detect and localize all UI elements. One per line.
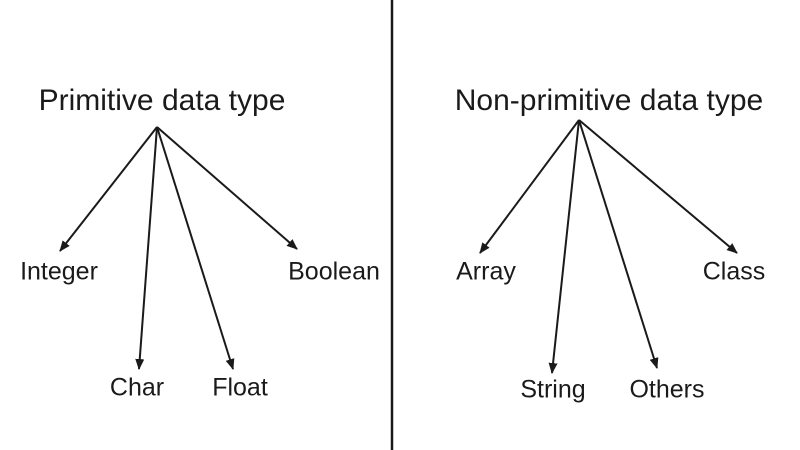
- panel-title-primitive: Primitive data type: [38, 83, 286, 117]
- node-label-others: Others: [629, 375, 705, 404]
- node-label-array: Array: [456, 257, 516, 286]
- arrow-to-class: [578, 119, 738, 254]
- node-label-char: Char: [109, 373, 165, 402]
- arrow-to-integer: [59, 126, 158, 252]
- arrow-to-array: [479, 119, 580, 254]
- node-label-float: Float: [212, 373, 268, 402]
- node-label-integer: Integer: [20, 257, 98, 286]
- arrow-to-string: [548, 119, 580, 374]
- arrow-to-boolean: [156, 126, 298, 250]
- node-label-class: Class: [702, 257, 766, 286]
- arrow-to-float: [156, 126, 235, 370]
- panel-title-non-primitive: Non-primitive data type: [454, 83, 764, 117]
- node-label-string: String: [520, 375, 586, 404]
- arrow-to-char: [135, 126, 158, 370]
- node-label-boolean: Boolean: [288, 257, 380, 286]
- arrow-to-others: [578, 119, 659, 369]
